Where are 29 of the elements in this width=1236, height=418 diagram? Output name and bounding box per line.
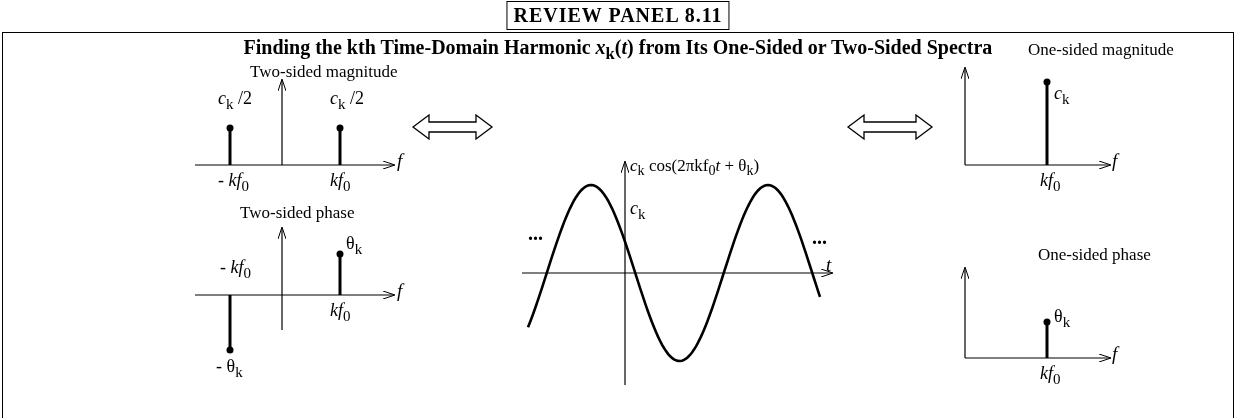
axis-label: f — [1112, 150, 1118, 172]
double-arrow — [846, 113, 934, 141]
plot-title: One-sided phase — [1038, 245, 1151, 265]
stem-label: θ$_{k}$ — [1054, 306, 1071, 331]
ellipsis: ... — [528, 222, 543, 245]
tick-label: - kf$_{0}$ — [218, 170, 249, 195]
stem-label: c$_{k}$ /2 — [330, 88, 364, 113]
double-arrow — [411, 113, 494, 141]
stem-label: c$_{k}$ — [1054, 83, 1070, 108]
stem-label: θ$_{k}$ — [346, 233, 363, 258]
axis-label: f — [397, 150, 403, 172]
stem-label: - θ$_{k}$ — [216, 356, 243, 381]
axis-label: t — [826, 254, 832, 276]
axis-label: f — [397, 280, 403, 302]
tick-label: kf$_{0}$ — [1040, 363, 1061, 388]
panel-title: REVIEW PANEL 8.11 — [506, 1, 730, 30]
tick-label: kf$_{0}$ — [330, 170, 351, 195]
tick-label: kf$_{0}$ — [1040, 170, 1061, 195]
plot-title: Two-sided magnitude — [250, 62, 398, 82]
tick-label: kf$_{0}$ — [330, 300, 351, 325]
tick-label: - kf$_{0}$ — [220, 257, 251, 282]
ellipsis: ... — [812, 226, 827, 249]
plot-title: Two-sided phase — [240, 203, 355, 223]
signal-formula: c$_{k}$ cos(2πkf$_{0}$t + θ$_{k}$) — [630, 156, 760, 180]
panel-heading: Finding the kth Time-Domain Harmonic x$_{k}$(t) from Its One-Sided or Two-Sided Spectra — [243, 36, 993, 64]
axis-label: f — [1112, 343, 1118, 365]
amplitude-label: c$_{k}$ — [630, 198, 646, 223]
stem-label: c$_{k}$ /2 — [218, 88, 252, 113]
plot-title: One-sided magnitude — [1028, 40, 1174, 60]
